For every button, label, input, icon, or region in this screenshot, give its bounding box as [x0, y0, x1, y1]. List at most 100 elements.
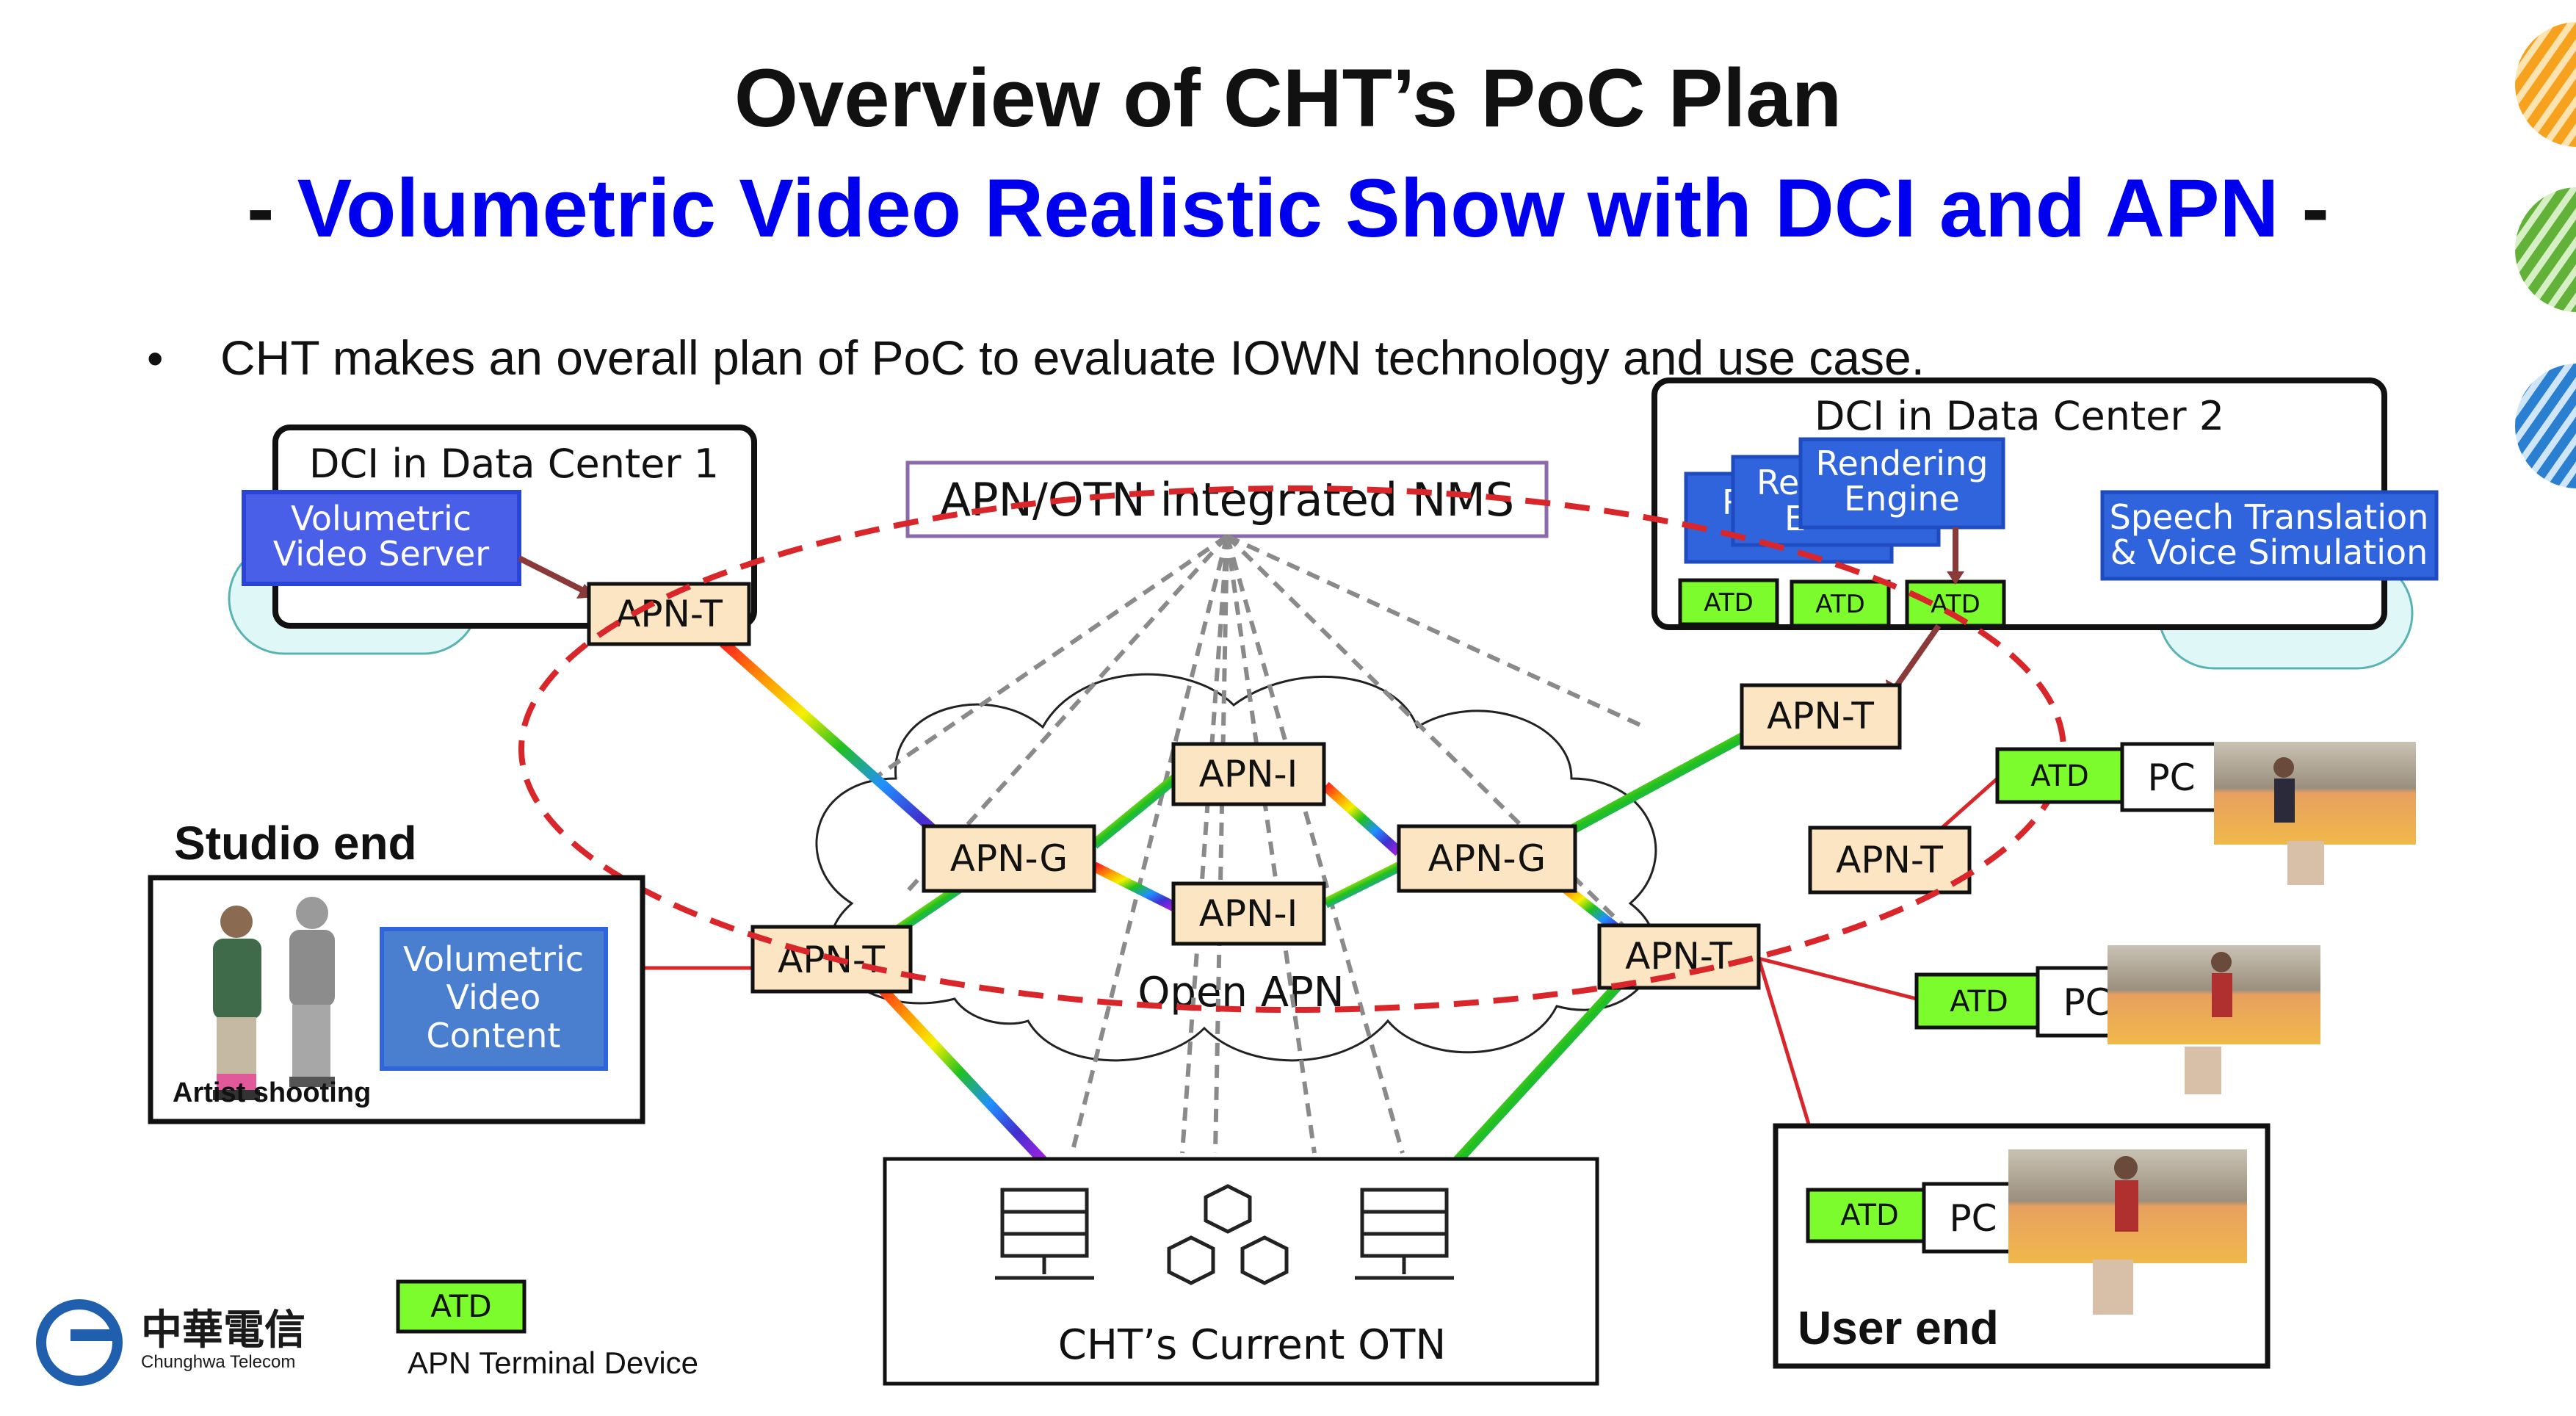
logo-globe-icon: [36, 1299, 123, 1386]
user-atd-3: [1806, 1188, 1933, 1243]
artist-socks: [217, 1074, 256, 1090]
nms-line: [1213, 535, 1229, 1154]
nms-line: [1070, 535, 1229, 1154]
vr-dancer-3-body: [2115, 1180, 2138, 1232]
title-dash-left: -: [247, 162, 297, 254]
legend-atd-label: ATD: [430, 1288, 491, 1324]
capture-head: [296, 897, 328, 929]
bullet-text: CHT makes an overall plan of PoC to eval…: [220, 330, 1925, 385]
link-apng-right-apnt-top: [1569, 729, 1751, 835]
capture-feet: [289, 1077, 335, 1087]
apn-i-top: [1171, 742, 1326, 806]
logo-globe-bar: [70, 1329, 115, 1341]
apn-t-right-mid-label: APN-T: [1836, 839, 1943, 881]
apn-t-dc1: [587, 582, 751, 646]
arrowhead: [1947, 571, 1964, 585]
user-pc-3-label: PC: [1949, 1197, 1997, 1240]
vr-dancer-2-body: [2212, 973, 2232, 1017]
artist-figure: [213, 906, 261, 1100]
user-device-2: ATD PC: [1914, 945, 2320, 1094]
block: [1204, 1184, 1252, 1234]
apn-t-right-top: [1740, 683, 1902, 750]
artist-torso: [213, 939, 261, 1019]
rack-unit: [1360, 1210, 1449, 1236]
rendering-engine-front: [1798, 437, 2005, 530]
apn-g-right-label: APN-G: [1428, 837, 1546, 880]
green-ball: [2515, 187, 2576, 312]
volumetric-video-content: [380, 927, 608, 1071]
apn-t-right-low-label: APN-T: [1625, 935, 1732, 978]
rendering-engine-middle-label-a: Re: [1756, 463, 1799, 502]
rack-unit: [1360, 1232, 1449, 1258]
apn-t-right-mid: [1808, 826, 1972, 895]
bullet-symbol: •: [147, 332, 163, 385]
apn-i-bottom: [1171, 881, 1326, 946]
title-subtitle: Volumetric Video Realistic Show with DCI…: [297, 162, 2279, 254]
otn-label: CHT’s Current OTN: [1058, 1321, 1447, 1369]
vr-dancer-2: [2211, 952, 2232, 972]
link-studio-apnt-otn: [873, 980, 1047, 1164]
rendering-engine-front-label-1: Rendering: [1816, 444, 1989, 483]
user-atd-2: [1914, 972, 2044, 1030]
rack-unit: [1360, 1188, 1449, 1214]
nms-line: [1226, 534, 1646, 729]
vr-viewer-1: [2287, 841, 2324, 885]
user-atd-2-label: ATD: [1950, 985, 2008, 1019]
dc1-label: DCI in Data Center 1: [309, 441, 719, 487]
legend-desc: APN Terminal Device: [408, 1345, 698, 1380]
speech-translation-box: [2100, 490, 2439, 581]
apn-g-left-label: APN-G: [950, 837, 1068, 880]
decorative-balls: [2515, 22, 2576, 488]
capture-torso: [289, 930, 335, 1007]
apn-t-right-low: [1597, 923, 1761, 990]
vr-dancer-3: [2114, 1156, 2138, 1180]
dc2-label: DCI in Data Center 2: [1815, 393, 2224, 439]
title-line1: Overview of CHT’s PoC Plan: [734, 52, 1842, 144]
rack-unit: [1000, 1188, 1089, 1214]
link-apni-bottom-apng-right: [1323, 861, 1402, 909]
link-apnt-low-otn: [1453, 980, 1624, 1164]
rack-unit: [1000, 1232, 1089, 1258]
orange-ball: [2515, 22, 2576, 147]
vr-dancer-1-body: [2274, 779, 2295, 823]
user-pc-2-label: PC: [2063, 981, 2110, 1024]
content-label-1: Volumetric: [403, 939, 584, 979]
dc2-atd-2: [1790, 579, 1891, 628]
vr-viewer-2: [2185, 1047, 2221, 1094]
blue-ball: [2515, 364, 2576, 488]
vr-dancer-1: [2273, 757, 2294, 778]
content-label-2: Video: [446, 978, 541, 1017]
apn-i-bottom-label: APN-I: [1199, 892, 1298, 935]
artist-legs: [217, 1017, 256, 1076]
server-label-1: Volumetric: [291, 499, 471, 538]
user-device-1: ATD PC: [1995, 742, 2416, 885]
user-end-label: User end: [1798, 1301, 1999, 1354]
link-apng-apni-top: [1090, 774, 1179, 849]
block: [1240, 1235, 1289, 1285]
user-atd-3-label: ATD: [1840, 1199, 1899, 1232]
rack-unit: [1000, 1210, 1089, 1236]
speech-label-1: Speech Translation: [2110, 497, 2429, 537]
user-device-3: ATD PC User end: [1773, 1123, 2271, 1369]
nms-line: [1225, 534, 1625, 928]
logo-chinese: 中華電信: [141, 1307, 305, 1354]
vr-viewer-3: [2093, 1260, 2133, 1315]
server-label-2: Video Server: [273, 534, 489, 574]
artist-shoes: [213, 1090, 260, 1100]
server-rack-icon: [995, 1188, 1094, 1280]
dc2-atd-1-label: ATD: [1704, 588, 1754, 618]
block: [1167, 1235, 1215, 1285]
artist-head: [220, 906, 253, 938]
title-dash-right: -: [2279, 162, 2329, 254]
title-line2: - Volumetric Video Realistic Show with D…: [247, 162, 2329, 254]
server-rack-icon-2: [1355, 1188, 1454, 1280]
nms-label: APN/OTN integrated NMS: [940, 473, 1514, 527]
nms-line: [872, 534, 1229, 781]
link-apng-apni-bottom: [1091, 861, 1178, 912]
apn-g-right: [1397, 824, 1577, 893]
logo-english: Chunghwa Telecom: [141, 1352, 295, 1372]
nms-line: [1225, 535, 1405, 1154]
blocks-icon: [1167, 1184, 1289, 1285]
dc2-atd-2-label: ATD: [1815, 590, 1865, 619]
link-apni-top-apng-right: [1322, 781, 1403, 856]
